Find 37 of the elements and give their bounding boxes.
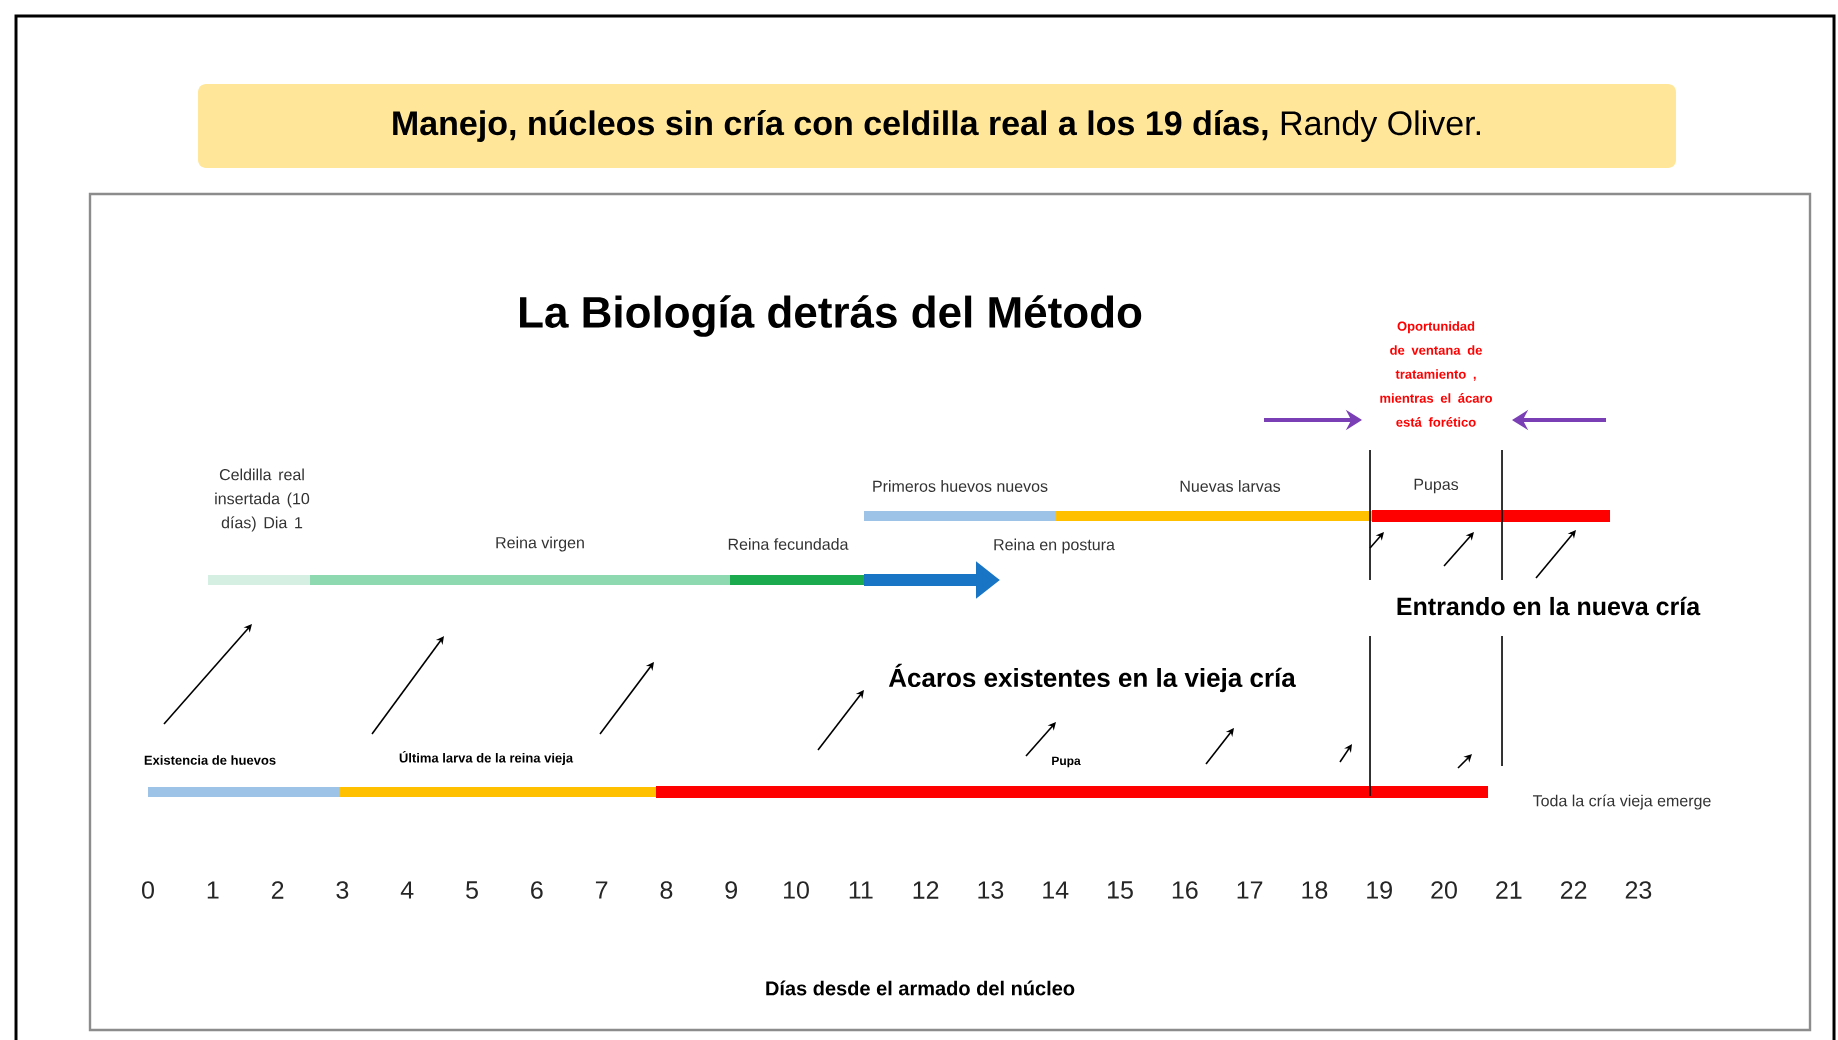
tick-label: 8 (660, 881, 673, 899)
label: Celdilla real insertada (10 días) Dia 1 (215, 468, 310, 532)
tick-label: 17 (1237, 881, 1263, 899)
tick-label: 12 (913, 881, 939, 899)
label: Nuevas larvas (1180, 480, 1281, 492)
label: Ácaros existentes en la vieja cría (888, 663, 1296, 693)
heading-banner: Manejo, núcleos sin cría con celdilla real a los 19 días, Randy Oliver. (198, 84, 1676, 168)
tick-label: 11 (849, 881, 873, 899)
label: Reina en postura (994, 538, 1115, 554)
label: Toda la cría vieja emerge (1533, 794, 1711, 810)
tick-label: 18 (1302, 881, 1328, 899)
tick-label: 10 (784, 881, 809, 899)
tick-label: 13 (978, 881, 1004, 899)
tick-label: 23 (1625, 881, 1652, 899)
tick-label: 4 (400, 881, 414, 899)
tick-label: 20 (1431, 881, 1457, 899)
label: Pupas (1414, 478, 1459, 494)
tick-label: 3 (336, 881, 349, 899)
tick-label: 21 (1496, 881, 1522, 899)
tick-label: 14 (1043, 881, 1069, 899)
tick-label: 5 (466, 881, 478, 899)
tick-label: 1 (207, 881, 219, 899)
tick-label: 9 (725, 881, 737, 899)
label: Entrando en la nueva cría (1397, 596, 1701, 616)
tick-label: 15 (1108, 881, 1133, 899)
label: Reina virgen (496, 536, 584, 552)
label: Primeros huevos nuevos (873, 480, 1048, 492)
tick-label: 2 (271, 881, 284, 899)
tick-label: 0 (142, 881, 154, 899)
tick-label: 16 (1172, 881, 1198, 899)
axis-title: Días desde el armado del núcleo (766, 980, 1075, 996)
tick-label: 22 (1560, 881, 1587, 899)
tick-label: 6 (531, 881, 543, 899)
tick-label: 7 (595, 881, 608, 899)
label: Reina fecundada (728, 538, 849, 550)
tick-label: 19 (1367, 881, 1392, 899)
chart-title: La Biología detrás del Método (520, 295, 1142, 337)
